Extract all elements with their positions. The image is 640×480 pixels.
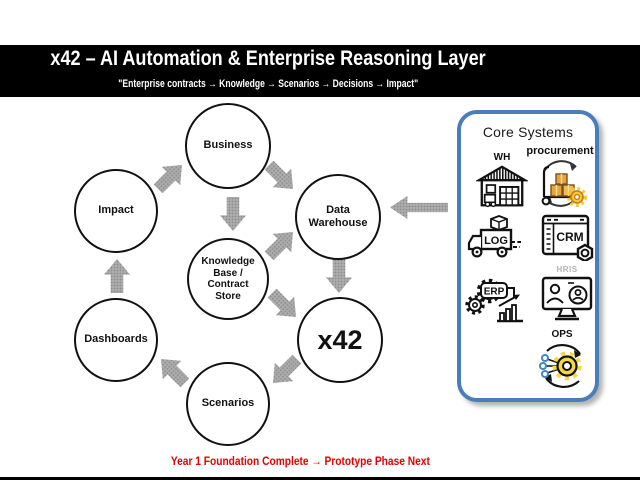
- node-scenarios-label: Scenarios: [201, 397, 255, 410]
- erp-label: ERP: [484, 287, 505, 298]
- warehouse-label: WH: [493, 152, 511, 163]
- node-x42: x42: [297, 297, 383, 383]
- core-systems-title: Core Systems: [482, 124, 574, 140]
- erp-gears-icon: ERP: [465, 278, 523, 323]
- core-systems-panel: Core Systems WH procur: [457, 110, 599, 402]
- system-ops: OPS: [531, 329, 593, 392]
- crm-window-icon: CRM: [541, 214, 594, 261]
- system-procurement: procurement: [523, 145, 597, 209]
- system-crm: CRM: [537, 213, 599, 261]
- system-warehouse: WH: [473, 152, 531, 209]
- system-hris: HRIS: [535, 265, 599, 323]
- page-subtitle: "Enterprise contracts → Knowledge → Scen…: [0, 78, 536, 90]
- node-dashboards: Dashboards: [74, 298, 158, 382]
- procurement-icon: [541, 160, 587, 208]
- logistics-label: LOG: [484, 235, 508, 247]
- arrow-core-systems-to-data-warehouse: [390, 196, 448, 219]
- footer-status: Year 1 Foundation Complete → Prototype P…: [0, 454, 600, 468]
- node-dashboards-label: Dashboards: [84, 333, 148, 346]
- arrow-knowledge-to-x42: [263, 284, 305, 326]
- node-business: Business: [185, 103, 271, 189]
- logistics-truck-icon: LOG: [467, 215, 521, 258]
- page-title: x42 – AI Automation & Enterprise Reasoni…: [0, 47, 536, 71]
- ops-gear-icon: [539, 344, 582, 388]
- arrow-impact-to-business: [149, 156, 191, 198]
- system-logistics: LOG: [463, 214, 533, 262]
- arrow-scenarios-to-dashboards: [152, 350, 194, 392]
- node-impact-label: Impact: [98, 204, 134, 217]
- node-impact: Impact: [74, 169, 158, 253]
- hris-label: HRIS: [556, 265, 578, 274]
- hris-monitor-icon: [541, 276, 593, 320]
- node-data-warehouse-label: Data Warehouse: [308, 203, 368, 229]
- arrow-data-warehouse-to-x42: [326, 259, 352, 293]
- arrow-business-to-knowledge: [220, 197, 246, 231]
- node-scenarios: Scenarios: [186, 362, 270, 446]
- node-data-warehouse: Data Warehouse: [295, 174, 381, 260]
- warehouse-icon: [476, 165, 528, 208]
- crm-label: CRM: [556, 230, 583, 244]
- title-band: [0, 45, 640, 97]
- node-knowledge-base: Knowledge Base / Contract Store: [187, 238, 269, 320]
- system-erp: ERP: [461, 274, 529, 326]
- page-subtitle-text: "Enterprise contracts → Knowledge → Scen…: [118, 78, 418, 90]
- bottom-bar: [0, 477, 640, 480]
- node-knowledge-base-label: Knowledge Base / Contract Store: [201, 256, 255, 302]
- arrow-dashboards-to-impact: [104, 259, 130, 293]
- page-title-text: x42 – AI Automation & Enterprise Reasoni…: [50, 47, 486, 70]
- ops-label: OPS: [551, 329, 573, 340]
- procurement-label: procurement: [526, 145, 594, 157]
- node-business-label: Business: [203, 139, 253, 152]
- footer-status-text: Year 1 Foundation Complete → Prototype P…: [170, 454, 430, 468]
- node-x42-label: x42: [317, 324, 363, 355]
